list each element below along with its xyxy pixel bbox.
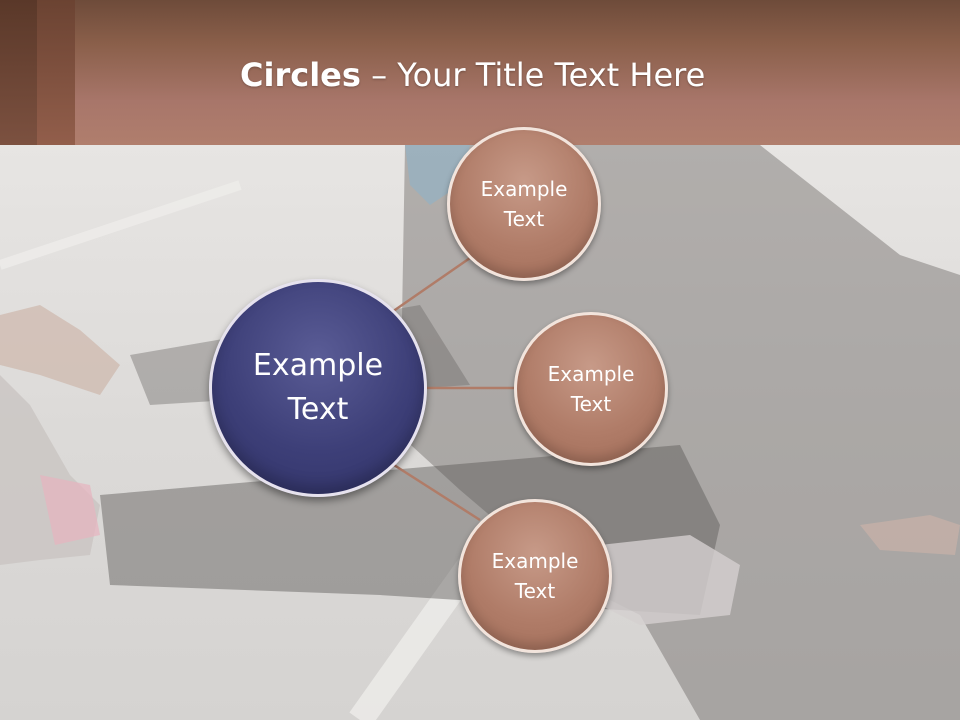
header-accent-stripe: [0, 0, 37, 145]
satellite-circle-label: Example Text: [491, 549, 579, 603]
runner-stretching-image: [0, 145, 960, 720]
slide-title: Circles – Your Title Text Here: [240, 56, 860, 94]
title-rest: – Your Title Text Here: [360, 56, 706, 94]
satellite-circle-label: Example Text: [480, 177, 568, 231]
satellite-circle-bottom: Example Text: [458, 499, 612, 653]
satellite-circle-middle: Example Text: [514, 312, 668, 466]
center-circle-label: Example Text: [252, 348, 384, 427]
header-accent-stripe: [37, 0, 75, 145]
satellite-circle-top: Example Text: [447, 127, 601, 281]
header-band: Circles – Your Title Text Here: [0, 0, 960, 145]
satellite-circle-label: Example Text: [547, 362, 635, 416]
title-bold: Circles: [240, 56, 361, 94]
center-circle: Example Text: [209, 279, 427, 497]
